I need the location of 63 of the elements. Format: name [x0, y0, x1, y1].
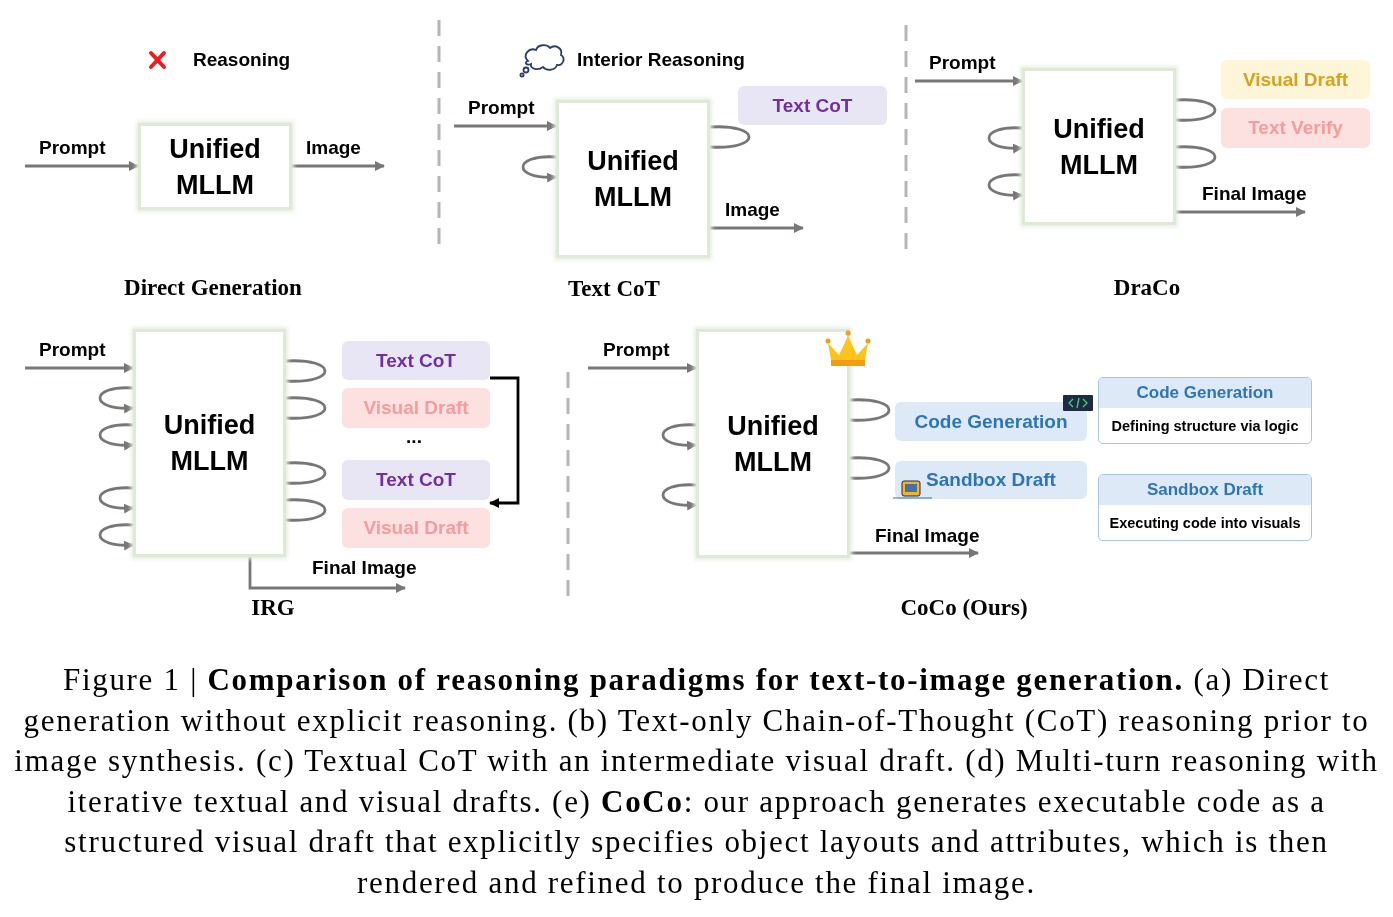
step-tag [895, 402, 1087, 441]
step-tag [342, 508, 490, 548]
step-tag [342, 341, 490, 380]
panel-title: Text CoT [568, 276, 660, 302]
step-label: Code Generation [914, 410, 1068, 433]
card-description: Executing code into visuals [1108, 513, 1302, 533]
figure-caption: Figure 1 | Comparison of reasoning paradigms for text-to-image generation. (a) Direct generation without explicit reasoning. (b) Text-only Chain-of-Thought (CoT) reasoning prior to image synthesis. (c) Textual CoT with an intermediate visual draft. (d) Multi-turn reasoning with iterative textual and visual drafts. (e) CoCo: our approach generates executable code as a structured visual draft that explicitly specifies object layouts and attributes, which is then rendered and refined to produce the final image. [13, 661, 1380, 902]
step-tag [342, 460, 490, 500]
arrow [710, 223, 804, 233]
step-tag [342, 388, 490, 428]
arrow [248, 557, 406, 593]
step-label: Text CoT [772, 94, 853, 117]
loop-arrow [99, 486, 134, 514]
arrow [25, 161, 139, 171]
arrow [454, 121, 557, 131]
panel-title: DraCo [1113, 275, 1181, 301]
arrow [915, 76, 1023, 86]
annotation: Reasoning [193, 49, 291, 71]
arrow [588, 363, 697, 373]
arrow [1176, 207, 1306, 217]
step-label: Text CoT [376, 349, 456, 372]
arrow [292, 161, 385, 171]
model-box [556, 100, 710, 258]
arrow [25, 363, 134, 373]
panel-title: CoCo (Ours) [900, 595, 1028, 621]
loop-arrow [662, 483, 697, 511]
step-label: Visual Draft [1242, 68, 1349, 91]
info-card [1098, 474, 1312, 541]
model-name: Unified MLLM [1052, 112, 1146, 182]
loop-arrow [99, 523, 134, 551]
ellipsis: ... [406, 426, 422, 448]
card-heading: Sandbox Draft [1099, 475, 1311, 505]
model-box [138, 123, 292, 210]
loop-arrow [99, 423, 134, 451]
loop-arrow [988, 126, 1023, 154]
panel-title: Direct Generation [124, 275, 302, 301]
step-label: Text CoT [376, 469, 456, 491]
loop-arrow [988, 173, 1023, 201]
model-name: Unified MLLM [726, 409, 820, 479]
step-tag [895, 461, 1087, 499]
bracket-arrow [489, 376, 520, 508]
step-label: Visual Draft [363, 397, 469, 419]
card-description: Defining structure via logic [1110, 416, 1300, 436]
step-label: Sandbox Draft [926, 469, 1056, 491]
card-heading: Code Generation [1099, 378, 1311, 408]
loop-arrow [662, 423, 697, 451]
panel-title: IRG [251, 595, 295, 621]
arrow [850, 548, 979, 558]
model-name: Unified MLLM [168, 132, 262, 202]
model-box [696, 329, 850, 558]
model-name: Unified MLLM [162, 409, 257, 478]
model-box [133, 329, 286, 557]
loop-arrow [99, 386, 134, 414]
model-box [1022, 68, 1176, 225]
info-card [1098, 377, 1312, 444]
step-tag [1221, 60, 1370, 99]
annotation: Interior Reasoning [577, 49, 745, 71]
step-tag [1221, 108, 1370, 148]
model-name: Unified MLLM [586, 145, 680, 214]
step-label: Text Verify [1248, 117, 1343, 139]
loop-arrow [522, 155, 557, 183]
step-tag [738, 86, 887, 125]
step-label: Visual Draft [363, 517, 469, 539]
